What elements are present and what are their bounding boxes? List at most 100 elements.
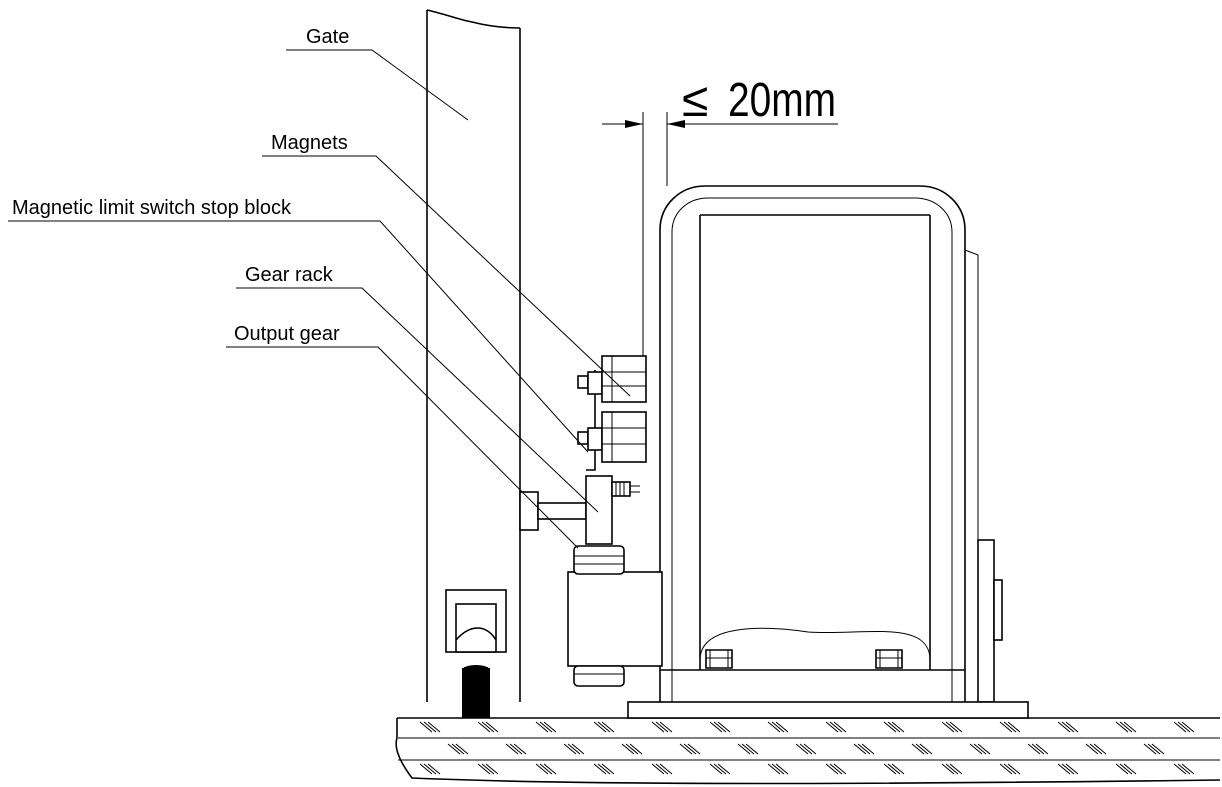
ground-hatch bbox=[543, 763, 557, 775]
ground-hatch bbox=[567, 743, 581, 755]
ground-hatch bbox=[447, 743, 461, 755]
ground-hatch bbox=[1035, 743, 1049, 755]
ground-hatch bbox=[1085, 743, 1099, 755]
ground-hatch bbox=[911, 743, 925, 755]
ground-hatch bbox=[795, 743, 809, 755]
ground-hatch bbox=[601, 763, 615, 775]
ground-hatch bbox=[969, 743, 983, 755]
ground-hatch bbox=[1007, 763, 1021, 775]
ground-hatch bbox=[1147, 743, 1161, 755]
ground-hatch bbox=[1031, 743, 1045, 755]
ground-hatch bbox=[949, 721, 963, 733]
ground-hatch bbox=[451, 743, 465, 755]
ground-hatch bbox=[597, 721, 611, 733]
dimension-prefix: ≤ bbox=[682, 74, 708, 127]
ground-hatch bbox=[597, 763, 611, 775]
ground-hatch bbox=[477, 763, 491, 775]
ground-hatch bbox=[659, 721, 673, 733]
ground-hatch bbox=[423, 763, 437, 775]
ground-hatch bbox=[717, 763, 731, 775]
ground-hatch bbox=[771, 721, 785, 733]
ground-hatch bbox=[717, 721, 731, 733]
ground-hatch bbox=[1119, 763, 1133, 775]
ground-hatch bbox=[767, 721, 781, 733]
gear-rack-bracket bbox=[519, 475, 640, 545]
ground-hatch bbox=[539, 721, 553, 733]
label-output-gear: Output gear bbox=[234, 323, 340, 345]
ground-hatch bbox=[427, 763, 441, 775]
label-gear-rack: Gear rack bbox=[245, 264, 334, 286]
ground-hatch bbox=[767, 763, 781, 775]
ground-hatch bbox=[513, 743, 527, 755]
ground-hatch bbox=[853, 743, 867, 755]
ground-hatch bbox=[481, 721, 495, 733]
ground-hatch bbox=[1173, 721, 1187, 733]
ground-hatch bbox=[709, 763, 723, 775]
ground-hatch bbox=[535, 763, 549, 775]
ground-hatch bbox=[455, 743, 469, 755]
ground-hatch bbox=[737, 743, 751, 755]
ground-hatch bbox=[999, 763, 1013, 775]
ground-hatch bbox=[1123, 763, 1137, 775]
ground-hatch bbox=[485, 721, 499, 733]
ground-hatch bbox=[477, 721, 491, 733]
ground-hatch bbox=[601, 721, 615, 733]
ground-hatch bbox=[803, 743, 817, 755]
ground-hatch bbox=[771, 763, 785, 775]
ground-hatch bbox=[1115, 763, 1129, 775]
ground-hatch bbox=[1115, 721, 1129, 733]
magnets bbox=[577, 355, 647, 471]
ground-hatch bbox=[1177, 763, 1191, 775]
dimension-value: 20mm bbox=[728, 74, 836, 127]
output-gear bbox=[567, 545, 663, 687]
ground-hatch bbox=[1003, 763, 1017, 775]
label-stop-block: Magnetic limit switch stop block bbox=[12, 197, 292, 219]
ground-hatch bbox=[915, 743, 929, 755]
ground-hatch bbox=[919, 743, 933, 755]
ground-hatch bbox=[825, 763, 839, 775]
ground-hatch bbox=[505, 743, 519, 755]
ground-hatch bbox=[883, 721, 897, 733]
ground-hatch bbox=[543, 721, 557, 733]
ground-hatch bbox=[1061, 721, 1075, 733]
ground-hatch bbox=[829, 721, 843, 733]
ground-hatch bbox=[945, 763, 959, 775]
ground-hatch bbox=[651, 721, 665, 733]
ground-hatch bbox=[1065, 763, 1079, 775]
ground-hatch bbox=[1089, 743, 1103, 755]
ground-hatch bbox=[1061, 763, 1075, 775]
ground-hatch bbox=[887, 721, 901, 733]
label-gate: Gate bbox=[306, 26, 349, 48]
ground-hatch bbox=[593, 721, 607, 733]
ground-hatch bbox=[1065, 721, 1079, 733]
ground-hatch bbox=[1143, 743, 1157, 755]
ground-hatch bbox=[709, 721, 723, 733]
ground-hatch bbox=[1151, 743, 1165, 755]
ground-hatch bbox=[833, 721, 847, 733]
ground-hatch bbox=[949, 763, 963, 775]
ground-hatch bbox=[1119, 721, 1133, 733]
ground-hatch bbox=[679, 743, 693, 755]
ground-hatch bbox=[857, 743, 871, 755]
ground-hatch bbox=[1173, 763, 1187, 775]
ground-hatch bbox=[509, 743, 523, 755]
ground-hatch bbox=[973, 743, 987, 755]
ground-hatch bbox=[687, 743, 701, 755]
ground-hatch bbox=[977, 743, 991, 755]
ground-hatch bbox=[941, 721, 955, 733]
label-magnets: Magnets bbox=[271, 132, 348, 154]
ground-hatch bbox=[713, 721, 727, 733]
ground-hatch bbox=[1007, 721, 1021, 733]
ground-hatch bbox=[1057, 763, 1071, 775]
ground-hatch bbox=[625, 743, 639, 755]
ground-hatch bbox=[941, 763, 955, 775]
ground-hatch bbox=[535, 721, 549, 733]
ground-hatch bbox=[571, 743, 585, 755]
ground-hatch bbox=[655, 763, 669, 775]
ground-hatch bbox=[833, 763, 847, 775]
ground-hatch bbox=[825, 721, 839, 733]
callouts: Gate Magnets Magnetic limit switch stop … bbox=[8, 26, 631, 549]
ground-hatch bbox=[1123, 721, 1137, 733]
ground-hatch bbox=[1177, 721, 1191, 733]
